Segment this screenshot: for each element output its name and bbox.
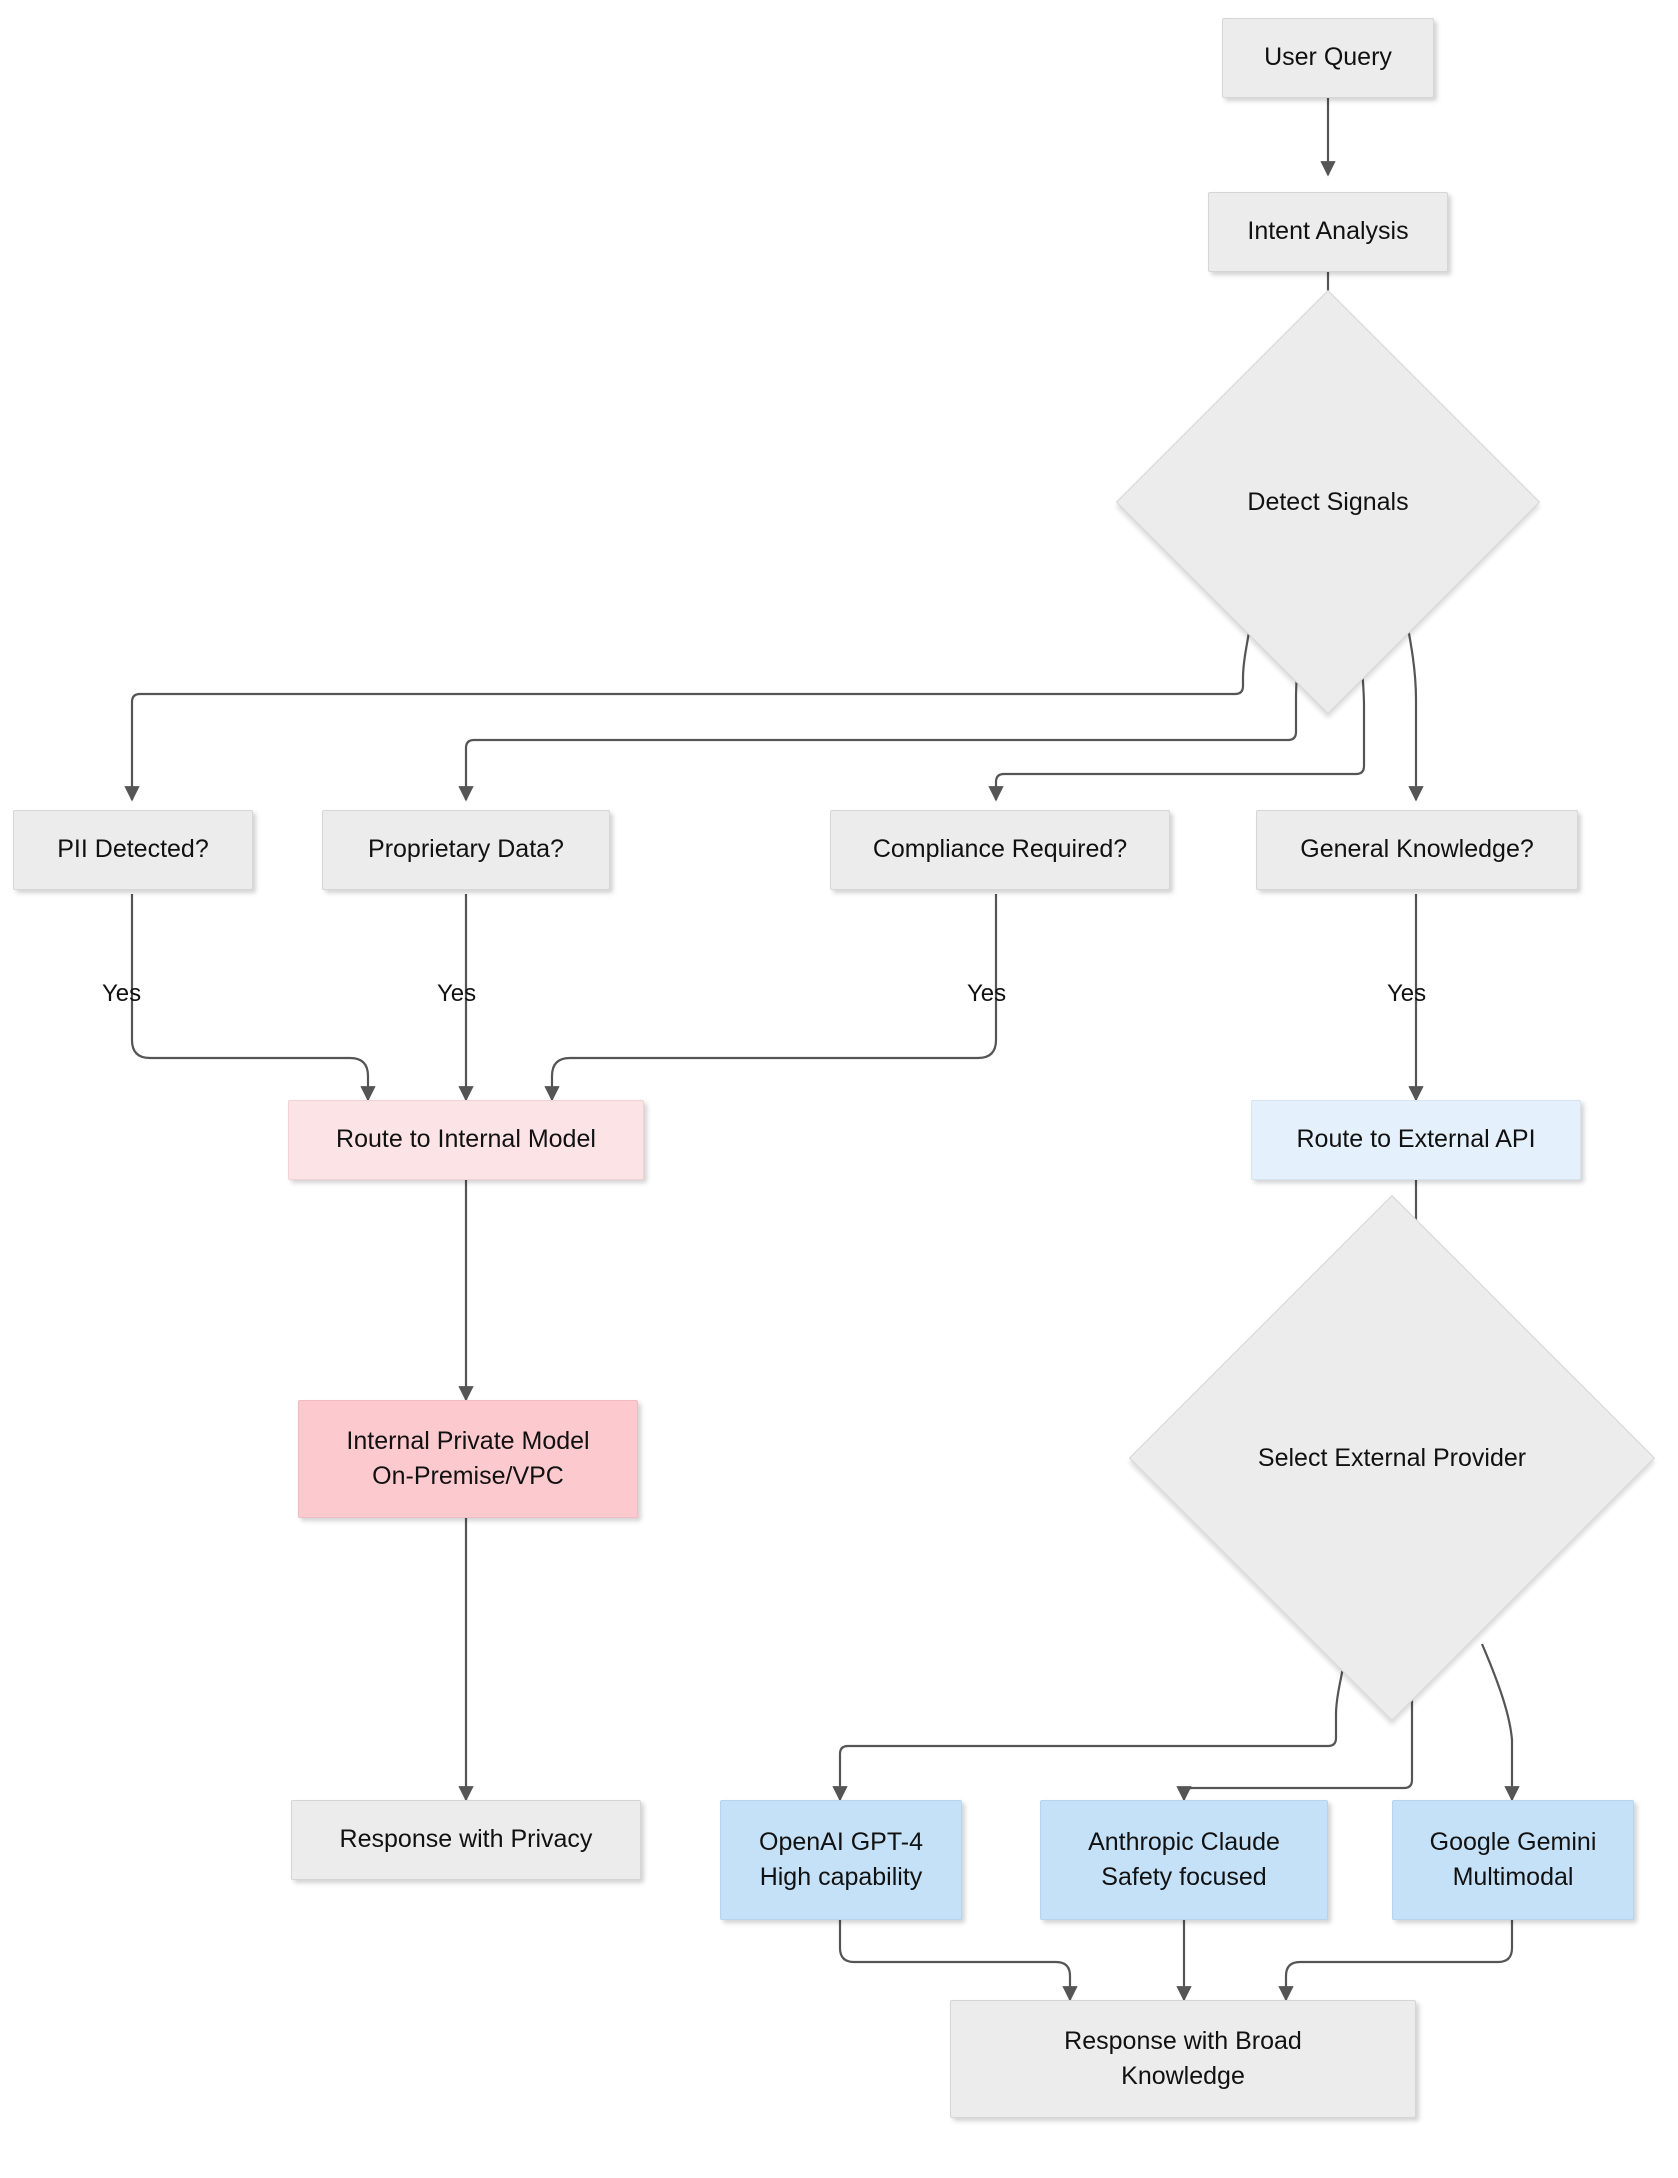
edge-compliance-to-route-internal [544, 894, 998, 1102]
node-response-broad-knowledge-line2: Knowledge [1121, 2062, 1245, 2090]
node-detect-signals[interactable]: Detect Signals [1115, 289, 1541, 715]
node-google-gemini-line2: Multimodal [1452, 1863, 1574, 1891]
node-intent-analysis[interactable]: Intent Analysis [1208, 192, 1448, 272]
edge-label-compliance-yes: Yes [967, 980, 1007, 1007]
node-openai-gpt4-line1: OpenAI GPT-4 [759, 1827, 923, 1856]
node-detect-signals-label: Detect Signals [1247, 487, 1409, 516]
node-intent-analysis-label: Intent Analysis [1247, 217, 1409, 246]
node-google-gemini[interactable]: Google Gemini Multimodal [1392, 1800, 1634, 1920]
edge-select-to-google [1480, 1643, 1520, 1802]
node-general-knowledge[interactable]: General Knowledge? [1256, 810, 1578, 890]
node-proprietary-data-label: Proprietary Data? [368, 835, 564, 864]
node-google-gemini-line1: Google Gemini [1429, 1827, 1597, 1856]
edge-label-proprietary-yes: Yes [437, 980, 477, 1007]
node-proprietary-data[interactable]: Proprietary Data? [322, 810, 610, 890]
node-user-query-label: User Query [1264, 43, 1392, 72]
node-internal-private-model-line2: On-Premise/VPC [372, 1462, 564, 1490]
edge-detect-to-pii [124, 597, 1257, 802]
node-internal-private-model-line1: Internal Private Model [346, 1426, 590, 1455]
node-openai-gpt4[interactable]: OpenAI GPT-4 High capability [720, 1800, 962, 1920]
node-route-internal-model[interactable]: Route to Internal Model [288, 1100, 644, 1180]
node-anthropic-claude-line1: Anthropic Claude [1088, 1827, 1280, 1856]
node-response-with-privacy-label: Response with Privacy [339, 1825, 593, 1854]
node-response-with-privacy[interactable]: Response with Privacy [291, 1800, 641, 1880]
node-route-external-api[interactable]: Route to External API [1251, 1100, 1581, 1180]
edge-label-pii-yes: Yes [102, 980, 142, 1007]
node-anthropic-claude[interactable]: Anthropic Claude Safety focused [1040, 1800, 1328, 1920]
node-select-external-provider-label: Select External Provider [1257, 1443, 1527, 1472]
node-anthropic-claude-line2: Safety focused [1101, 1863, 1267, 1891]
node-route-external-api-label: Route to External API [1296, 1125, 1536, 1154]
node-user-query[interactable]: User Query [1222, 18, 1434, 98]
node-select-external-provider[interactable]: Select External Provider [1128, 1194, 1656, 1722]
node-compliance-required[interactable]: Compliance Required? [830, 810, 1170, 890]
node-internal-private-model[interactable]: Internal Private Model On-Premise/VPC [298, 1400, 638, 1518]
node-response-broad-knowledge[interactable]: Response with Broad Knowledge [950, 2000, 1416, 2118]
node-general-knowledge-label: General Knowledge? [1300, 835, 1534, 864]
edge-detect-to-proprietary [458, 627, 1302, 802]
edge-select-to-openai [832, 1643, 1350, 1802]
edge-pii-to-route-internal [130, 894, 376, 1102]
node-pii-detected[interactable]: PII Detected? [13, 810, 253, 890]
edge-openai-to-response-broad [838, 1920, 1078, 2002]
node-pii-detected-label: PII Detected? [57, 835, 209, 864]
node-compliance-required-label: Compliance Required? [872, 835, 1128, 864]
node-response-broad-knowledge-line1: Response with Broad [1064, 2026, 1302, 2055]
node-openai-gpt4-line2: High capability [759, 1863, 923, 1891]
edge-google-to-response-broad [1278, 1920, 1514, 2002]
node-route-internal-model-label: Route to Internal Model [336, 1125, 596, 1154]
edge-label-general-yes: Yes [1387, 980, 1427, 1007]
